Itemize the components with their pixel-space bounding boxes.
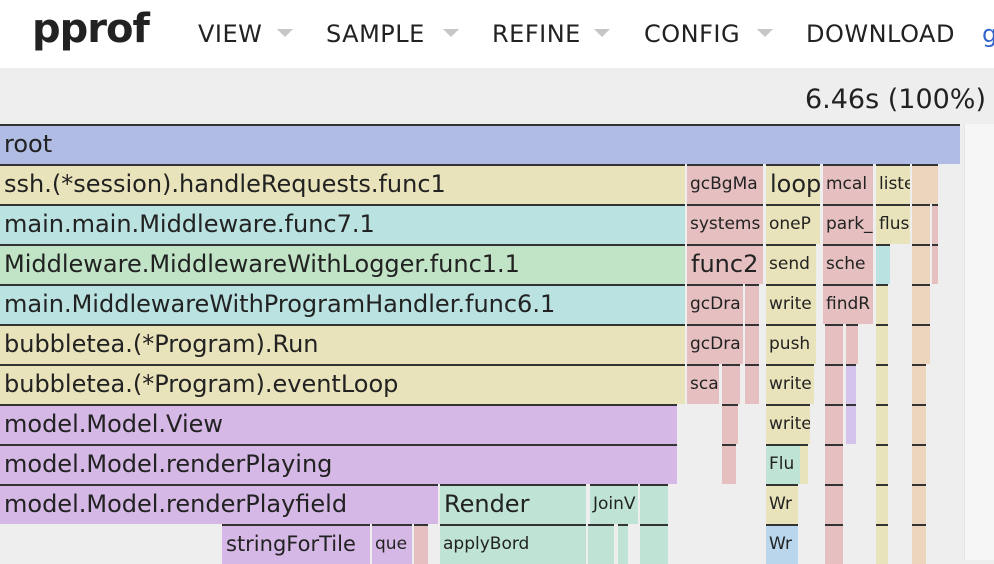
flame-frame[interactable] — [825, 324, 843, 364]
flame-frame[interactable] — [912, 244, 930, 284]
flame-frame[interactable]: send — [766, 244, 816, 284]
flame-frame[interactable] — [640, 484, 668, 524]
flame-frame[interactable]: JoinV — [590, 484, 638, 524]
menu-refine[interactable]: REFINE — [492, 20, 581, 48]
flame-frame[interactable]: gcBgMa — [687, 164, 763, 204]
flame-frame[interactable]: gcDra — [687, 284, 743, 324]
flame-frame[interactable]: sca — [687, 364, 719, 404]
flame-frame[interactable] — [932, 244, 938, 284]
flame-frame[interactable] — [825, 444, 843, 484]
flame-frame[interactable] — [912, 444, 926, 484]
vertical-scrollbar[interactable] — [964, 124, 994, 560]
flame-frame[interactable]: write — [766, 404, 810, 444]
flame-frame[interactable] — [912, 164, 938, 204]
flame-frame[interactable] — [825, 484, 843, 524]
flame-frame[interactable] — [912, 284, 930, 324]
flame-frame[interactable]: model.Model.View — [0, 404, 677, 444]
flame-frame[interactable] — [876, 324, 888, 364]
flame-frame[interactable] — [912, 364, 926, 404]
chevron-down-icon — [594, 29, 610, 37]
flame-frame[interactable]: systems — [687, 204, 763, 244]
menu-link-cut[interactable]: g — [982, 20, 994, 48]
chevron-down-icon — [757, 29, 773, 37]
flame-frame[interactable]: Wr — [766, 524, 798, 564]
flame-frame[interactable] — [722, 364, 740, 404]
flame-frame[interactable]: oneP — [766, 204, 820, 244]
flame-frame[interactable]: Middleware.MiddlewareWithLogger.func1.1 — [0, 244, 685, 284]
flame-frame[interactable] — [932, 204, 938, 244]
pprof-logo: pprof — [32, 6, 150, 52]
flame-frame[interactable] — [912, 484, 926, 524]
flame-frame[interactable]: ssh.(*session).handleRequests.func1 — [0, 164, 685, 204]
flame-frame[interactable] — [745, 284, 759, 324]
flame-frame[interactable]: stringForTile — [222, 524, 370, 564]
menu-view[interactable]: VIEW — [198, 20, 263, 48]
flame-frame[interactable]: bubbletea.(*Program).Run — [0, 324, 685, 364]
flame-frame[interactable] — [745, 364, 759, 404]
flame-frame[interactable] — [618, 524, 628, 564]
flame-frame[interactable]: main.MiddlewareWithProgramHandler.func6.… — [0, 284, 685, 324]
top-nav-bar: pprof VIEW SAMPLE REFINE CONFIG DOWNLOAD… — [0, 0, 994, 68]
flame-frame[interactable]: mcal — [823, 164, 873, 204]
menu-config[interactable]: CONFIG — [644, 20, 741, 48]
flame-frame[interactable] — [846, 364, 856, 404]
flame-frame[interactable]: sche — [823, 244, 873, 284]
flame-frame[interactable] — [722, 444, 736, 484]
flame-frame[interactable] — [722, 404, 738, 444]
flame-frame[interactable]: loop — [766, 164, 820, 204]
flame-frame[interactable] — [846, 404, 856, 444]
flame-frame[interactable]: model.Model.renderPlaying — [0, 444, 677, 484]
flame-frame[interactable]: que — [372, 524, 412, 564]
flame-frame[interactable] — [846, 324, 858, 364]
flame-frame[interactable] — [825, 404, 843, 444]
flame-frame[interactable]: write — [766, 284, 816, 324]
flame-frame[interactable] — [912, 404, 926, 444]
total-time-label: 6.46s (100%) — [804, 84, 986, 115]
flame-frame[interactable]: main.main.Middleware.func7.1 — [0, 204, 685, 244]
menu-sample[interactable]: SAMPLE — [326, 20, 425, 48]
flame-frame[interactable] — [414, 524, 428, 564]
flame-frame[interactable]: root — [0, 124, 960, 164]
flame-frame[interactable] — [876, 244, 890, 284]
flame-frame[interactable] — [825, 524, 843, 564]
flame-frame[interactable] — [745, 324, 759, 364]
flame-frame[interactable] — [876, 444, 888, 484]
flame-frame[interactable] — [825, 364, 843, 404]
flame-frame[interactable]: func2 — [687, 244, 763, 284]
flame-frame[interactable]: bubbletea.(*Program).eventLoop — [0, 364, 685, 404]
flame-frame[interactable] — [876, 484, 888, 524]
menu-download[interactable]: DOWNLOAD — [806, 20, 955, 48]
flame-frame[interactable]: Flu — [766, 444, 802, 484]
flame-frame[interactable] — [912, 524, 926, 564]
flame-frame[interactable]: push — [766, 324, 816, 364]
flame-frame[interactable] — [876, 284, 888, 324]
flame-frame[interactable]: park_ — [823, 204, 873, 244]
flame-frame[interactable]: flus — [876, 204, 910, 244]
flame-frame[interactable]: write — [766, 364, 814, 404]
chevron-down-icon — [443, 29, 459, 37]
flame-frame[interactable]: Wr — [766, 484, 798, 524]
flame-frame[interactable] — [876, 404, 888, 444]
flame-frame[interactable] — [912, 204, 930, 244]
flame-frame[interactable] — [876, 364, 888, 404]
flame-frame[interactable]: applyBord — [440, 524, 586, 564]
flame-frame[interactable] — [640, 524, 668, 564]
flame-frame[interactable] — [800, 444, 808, 484]
flame-frame[interactable]: model.Model.renderPlayfield — [0, 484, 438, 524]
flame-frame[interactable]: findR — [823, 284, 873, 324]
flame-frame[interactable] — [912, 324, 930, 364]
flame-frame[interactable] — [876, 524, 888, 564]
flame-frame[interactable] — [588, 524, 614, 564]
chevron-down-icon — [277, 29, 293, 37]
flame-frame[interactable]: gcDra — [687, 324, 743, 364]
flame-frame[interactable]: liste — [876, 164, 910, 204]
flame-frame[interactable]: Render — [440, 484, 586, 524]
